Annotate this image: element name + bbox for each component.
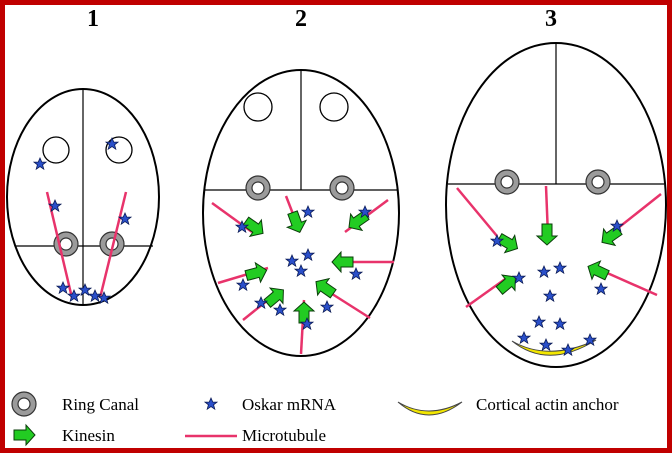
ring-canal-icon — [585, 169, 611, 195]
stage-label-3: 3 — [545, 6, 557, 32]
legend-label-cortical-actin-anchor: Cortical actin anchor — [476, 395, 619, 414]
oskar-mrna-star-icon — [204, 397, 218, 410]
microtubule — [98, 191, 128, 299]
oocyte-stage-1 — [6, 88, 160, 306]
kinesin-icon — [13, 424, 36, 446]
microtubule — [45, 191, 74, 299]
nurse-cell-nucleus — [42, 136, 70, 164]
nurse-cell-nucleus — [319, 92, 349, 122]
ring-canal-icon — [245, 175, 271, 201]
stage-label-2: 2 — [295, 6, 307, 32]
nurse-cell-nucleus — [105, 136, 133, 164]
legend: Ring Canal Oskar mRNA Cortical actin anc… — [11, 391, 619, 446]
cortical-actin-anchor — [511, 339, 597, 356]
legend-label-kinesin: Kinesin — [62, 426, 115, 445]
legend-label-ring-canal: Ring Canal — [62, 395, 139, 414]
stage-label-1: 1 — [87, 6, 99, 32]
legend-label-oskar-mrna: Oskar mRNA — [242, 395, 337, 414]
ring-canal-icon — [329, 175, 355, 201]
microtubule — [456, 187, 498, 237]
ring-canal-icon — [11, 391, 37, 417]
ring-canal-icon — [494, 169, 520, 195]
cortical-actin-anchor-icon — [397, 401, 463, 416]
legend-label-microtubule: Microtubule — [242, 426, 326, 445]
oocyte-stage-3 — [445, 42, 667, 368]
nurse-cell-nucleus — [243, 92, 273, 122]
oocyte-stage-2 — [202, 69, 400, 357]
